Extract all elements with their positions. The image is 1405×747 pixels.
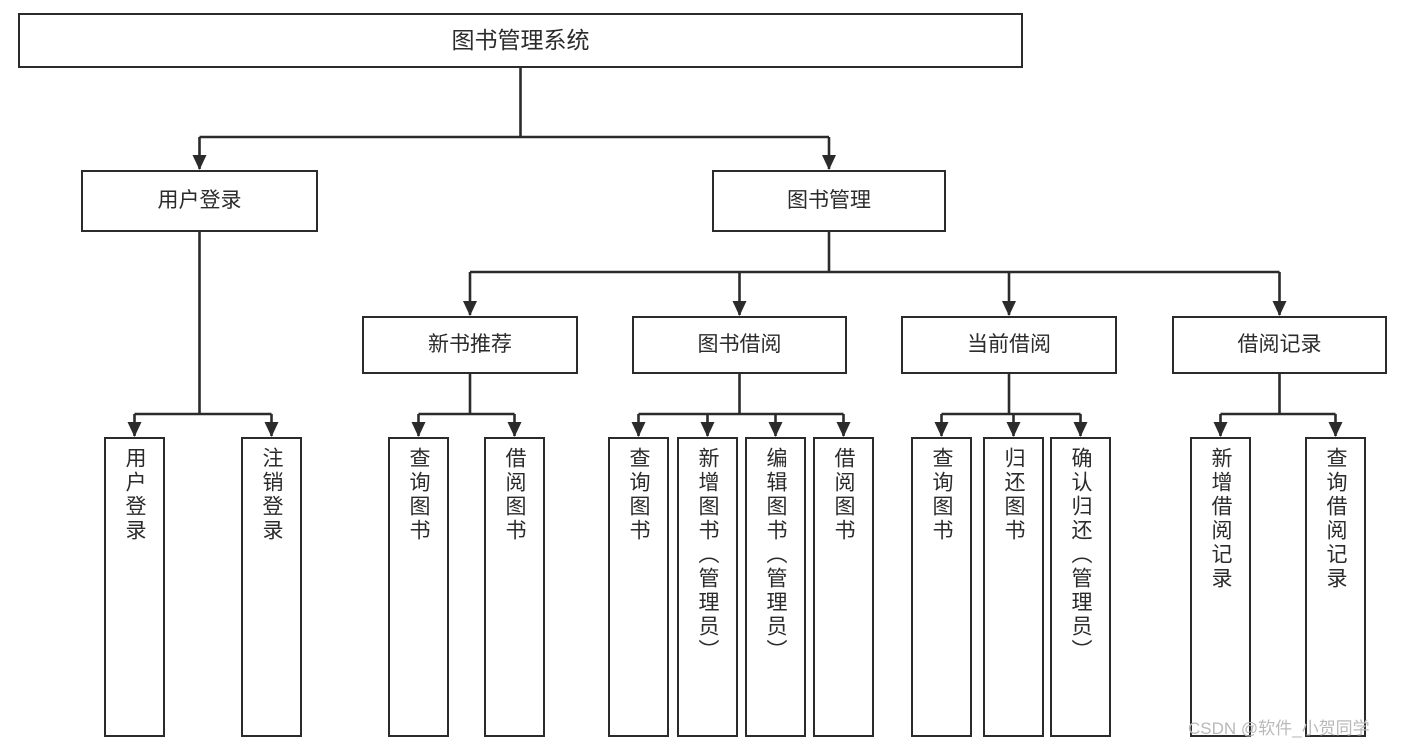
watermark-label: CSDN @软件_小贺同学	[1188, 719, 1370, 738]
node-leaf-query-book-3-label: 查询图书	[930, 447, 953, 543]
node-leaf-edit-book-label: 编辑图书（管理员）	[764, 447, 787, 663]
node-leaf-borrow-book-1[interactable]: 借阅图书	[484, 437, 545, 737]
node-leaf-add-record[interactable]: 新增借阅记录	[1190, 437, 1251, 737]
node-new-book-recommend[interactable]: 新书推荐	[362, 316, 578, 374]
arrowhead-current-borrow-1	[1006, 422, 1021, 437]
node-leaf-query-record[interactable]: 查询借阅记录	[1305, 437, 1366, 737]
node-leaf-query-book-3[interactable]: 查询图书	[911, 437, 972, 737]
arrowhead-book-borrow-3	[836, 422, 851, 437]
node-leaf-user-login-label: 用户登录	[123, 447, 146, 543]
node-leaf-user-login[interactable]: 用户登录	[104, 437, 165, 737]
node-root-system-label: 图书管理系统	[451, 26, 590, 53]
arrowhead-book-borrow-2	[768, 422, 783, 437]
node-book-manage-label: 图书管理	[787, 189, 871, 213]
arrowhead-book-manage-1	[732, 301, 747, 316]
arrowhead-new-book-recommend-0	[411, 422, 426, 437]
node-user-login-label: 用户登录	[157, 189, 242, 213]
arrowhead-current-borrow-2	[1073, 422, 1088, 437]
arrowhead-book-borrow-1	[700, 422, 715, 437]
arrowhead-book-manage-3	[1272, 301, 1287, 316]
node-leaf-add-book[interactable]: 新增图书（管理员）	[677, 437, 738, 737]
node-leaf-borrow-book-2[interactable]: 借阅图书	[813, 437, 874, 737]
arrowhead-new-book-recommend-1	[507, 422, 522, 437]
arrowhead-root-0	[192, 155, 207, 170]
node-leaf-borrow-book-1-label: 借阅图书	[503, 447, 526, 543]
node-leaf-query-record-label: 查询借阅记录	[1324, 447, 1347, 591]
node-leaf-query-book-2-label: 查询图书	[627, 447, 650, 543]
node-leaf-logout-label: 注销登录	[260, 447, 283, 543]
node-current-borrow-label: 当前借阅	[967, 333, 1051, 357]
node-leaf-borrow-book-2-label: 借阅图书	[832, 447, 855, 543]
node-leaf-edit-book[interactable]: 编辑图书（管理员）	[745, 437, 806, 737]
arrowhead-book-manage-0	[463, 301, 477, 316]
node-leaf-query-book-1-label: 查询图书	[407, 447, 430, 543]
node-leaf-confirm-return-label: 确认归还（管理员）	[1069, 447, 1092, 663]
node-leaf-query-book-1[interactable]: 查询图书	[388, 437, 449, 737]
node-book-borrow-label: 图书借阅	[697, 333, 782, 357]
node-leaf-logout[interactable]: 注销登录	[241, 437, 302, 737]
node-book-manage[interactable]: 图书管理	[712, 170, 946, 232]
node-leaf-query-book-2[interactable]: 查询图书	[608, 437, 669, 737]
node-leaf-return-book-label: 归还图书	[1002, 447, 1025, 543]
node-borrow-record[interactable]: 借阅记录	[1172, 316, 1387, 374]
arrowhead-root-1	[822, 155, 836, 170]
arrowhead-borrow-record-1	[1328, 422, 1343, 437]
node-current-borrow[interactable]: 当前借阅	[901, 316, 1117, 374]
node-leaf-add-book-label: 新增图书（管理员）	[696, 447, 719, 663]
node-leaf-return-book[interactable]: 归还图书	[983, 437, 1044, 737]
node-user-login[interactable]: 用户登录	[81, 170, 318, 232]
arrowhead-borrow-record-0	[1213, 422, 1228, 437]
arrowhead-user-login-1	[264, 422, 279, 437]
node-borrow-record-label: 借阅记录	[1237, 333, 1322, 357]
arrowhead-current-borrow-0	[934, 422, 949, 437]
node-leaf-add-record-label: 新增借阅记录	[1209, 447, 1232, 591]
arrowhead-book-borrow-0	[631, 422, 646, 437]
node-new-book-recommend-label: 新书推荐	[428, 333, 512, 357]
node-book-borrow[interactable]: 图书借阅	[632, 316, 847, 374]
node-leaf-confirm-return[interactable]: 确认归还（管理员）	[1050, 437, 1111, 737]
arrowhead-user-login-0	[127, 422, 142, 437]
arrowhead-book-manage-2	[1002, 301, 1016, 316]
node-root-system[interactable]: 图书管理系统	[18, 13, 1023, 68]
